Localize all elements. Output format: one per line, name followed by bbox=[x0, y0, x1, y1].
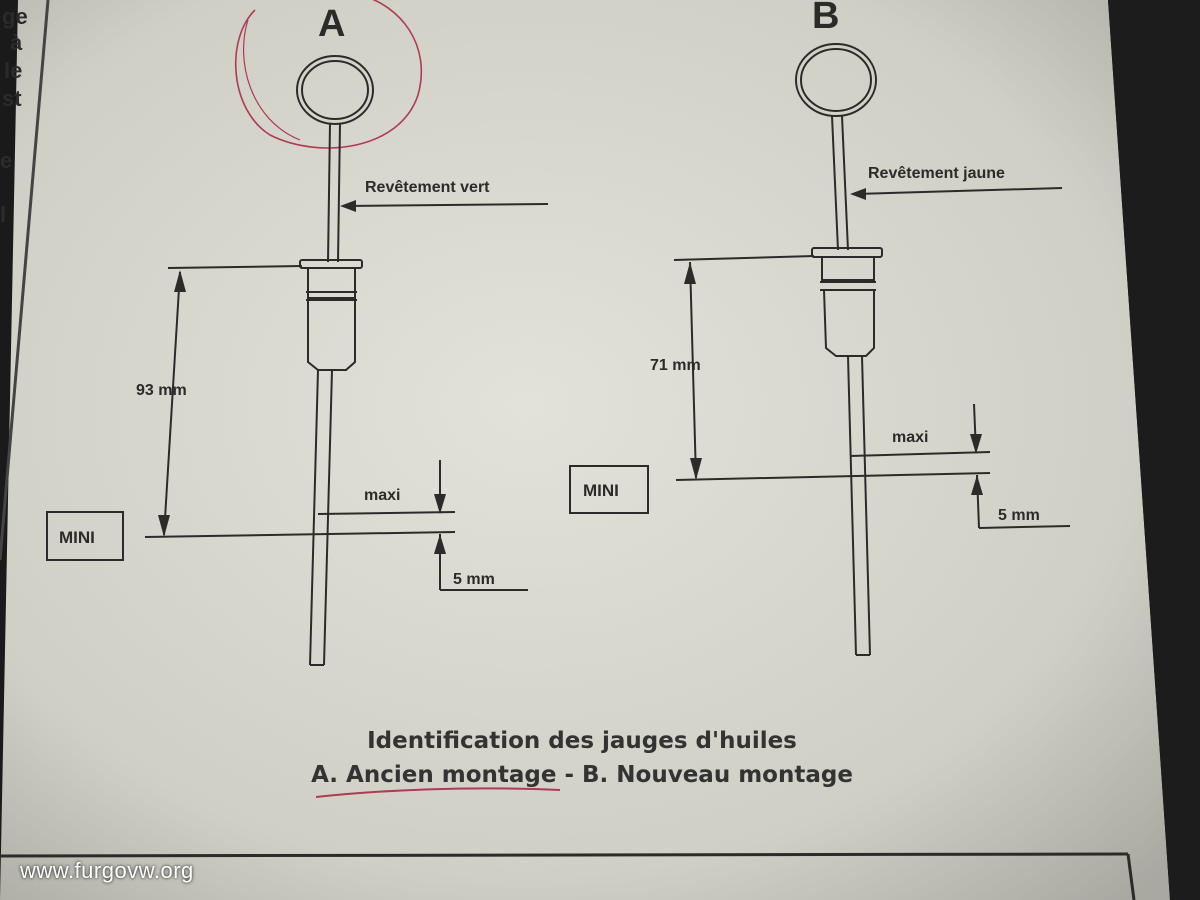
mini-b-line bbox=[675, 472, 991, 481]
maxi-a-label: maxi bbox=[364, 487, 400, 504]
pen-underline-mark bbox=[315, 787, 561, 798]
dipstick-diagram-a bbox=[46, 0, 549, 666]
maxi-b-line bbox=[849, 451, 991, 457]
coating-a-label: Revêtement vert bbox=[365, 179, 490, 196]
right-shadow bbox=[1108, 0, 1200, 900]
coating-b-label: Revêtement jaune bbox=[868, 165, 1005, 182]
dipstick-b-flange bbox=[811, 247, 883, 258]
dimension-b-label: 71 mm bbox=[650, 357, 701, 374]
mini-a-label: MINI bbox=[59, 528, 95, 547]
mini-b-box bbox=[569, 465, 649, 514]
caption-line-1: Identification des jauges d'huiles bbox=[367, 728, 797, 754]
dimension-b-line bbox=[689, 261, 697, 479]
dimension-a-label: 93 mm bbox=[136, 382, 187, 399]
diagram-b-letter: B bbox=[812, 0, 839, 37]
maxi-a-line bbox=[317, 511, 456, 515]
bottom-frame bbox=[0, 852, 1129, 858]
watermark-url: www.furgovw.org bbox=[20, 858, 194, 883]
edge-text: ge à le st e l bbox=[0, 4, 28, 227]
mini-a-line bbox=[144, 531, 456, 538]
mini-b-label: MINI bbox=[583, 481, 619, 500]
edge-text-2: le bbox=[4, 58, 22, 83]
tolerance-b-label: 5 mm bbox=[998, 507, 1040, 524]
dipstick-diagram-b bbox=[569, 43, 1071, 656]
coating-a-arrow bbox=[345, 203, 549, 207]
page-border-left bbox=[0, 0, 50, 561]
dipstick-a-body bbox=[307, 268, 356, 299]
coating-b-arrow bbox=[855, 187, 1063, 195]
mini-a-box bbox=[46, 511, 124, 561]
dipstick-a-ring bbox=[296, 55, 374, 125]
edge-text-1: à bbox=[10, 30, 23, 55]
pen-circle-mark bbox=[235, 0, 423, 149]
edge-text-4: e bbox=[0, 148, 12, 173]
dipstick-a-flange bbox=[299, 259, 363, 269]
paper-page bbox=[0, 0, 1170, 900]
caption-line-2: A. Ancien montage - B. Nouveau montage bbox=[311, 762, 853, 788]
diagram-a-letter: A bbox=[318, 3, 345, 45]
maxi-b-label: maxi bbox=[892, 429, 928, 446]
dipstick-b-ring bbox=[795, 43, 877, 117]
edge-text-3: st bbox=[2, 86, 22, 111]
edge-text-0: ge bbox=[2, 4, 28, 29]
dimension-a-line bbox=[163, 271, 181, 536]
edge-text-5: l bbox=[0, 202, 6, 227]
dipstick-b-body bbox=[821, 257, 875, 281]
tolerance-a-label: 5 mm bbox=[453, 571, 495, 588]
